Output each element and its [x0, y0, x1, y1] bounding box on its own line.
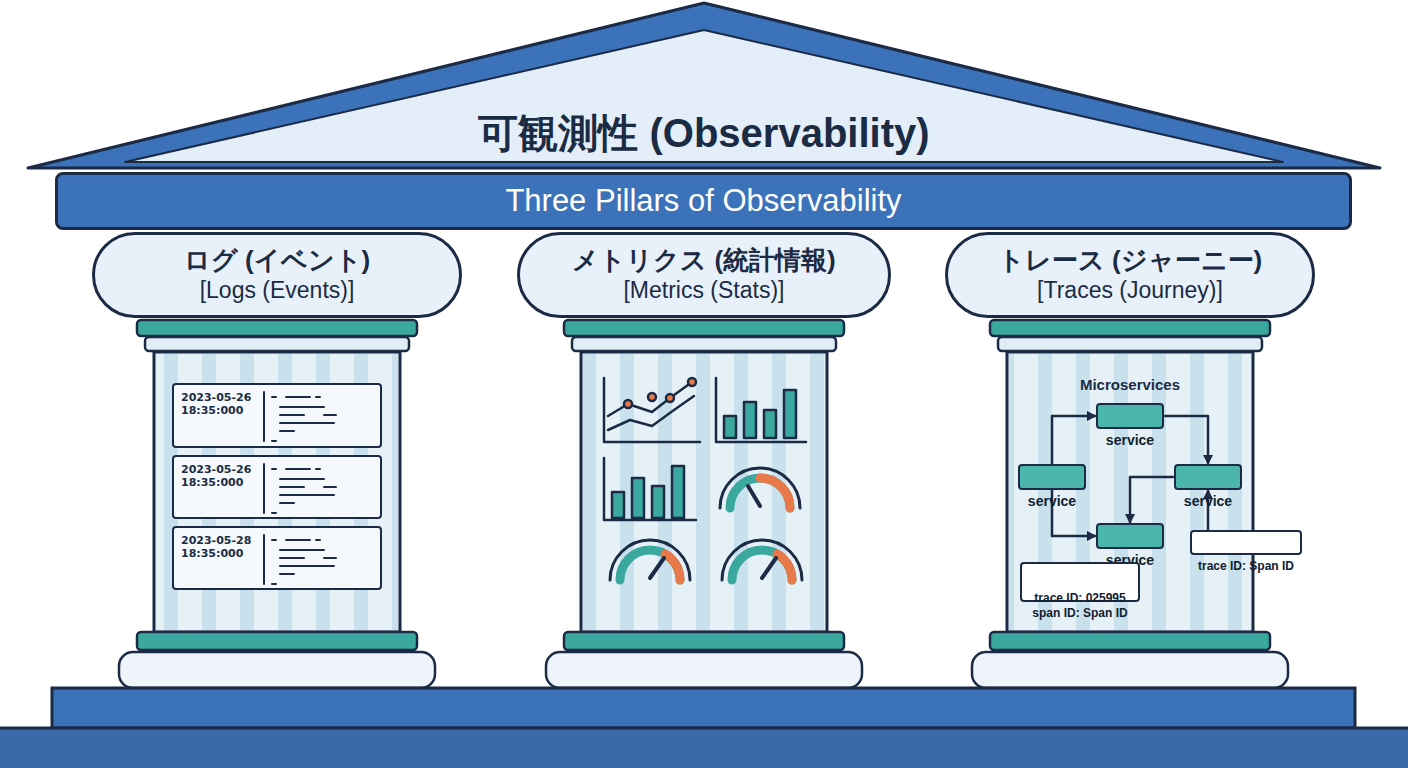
pillar-ring — [572, 337, 836, 351]
node-text: メトリクス (統計情報) — [572, 245, 836, 276]
pillar-ring — [137, 320, 417, 336]
service-box: service — [1096, 403, 1164, 429]
flow-arrow — [1052, 416, 1096, 464]
node-text: ログ (イベント) — [184, 245, 371, 276]
metrics-icons — [604, 378, 806, 580]
node-text: trace ID: Span ID — [1198, 559, 1294, 574]
node-text: 2023-05-26 18:35:000 — [181, 463, 257, 489]
pillar-ring — [564, 632, 844, 650]
node-subtext: [Logs (Events)] — [200, 276, 355, 305]
pillar-shaft — [581, 352, 827, 632]
pillar-ring — [990, 320, 1270, 336]
pillar-bodies — [119, 320, 1288, 688]
pillar-capital: ログ (イベント)[Logs (Events)] — [92, 232, 462, 318]
node-text: service — [1028, 493, 1076, 509]
pillar-base — [972, 652, 1288, 688]
pillar-flutes — [1009, 354, 1251, 630]
pillar-base — [546, 652, 862, 688]
pillar-base — [119, 652, 435, 688]
code-strokes — [264, 464, 336, 513]
service-box: service — [1018, 464, 1086, 490]
node-text: トレース (ジャーニー) — [998, 245, 1263, 276]
pillar-ring — [564, 320, 844, 336]
platform — [52, 688, 1355, 728]
node-text: 2023-05-28 18:35:000 — [181, 534, 257, 560]
trace-callout: trace ID: 025995 span ID: Span ID — [1020, 562, 1140, 602]
platform-step — [0, 728, 1408, 768]
node-text: service — [1184, 493, 1232, 509]
log-entry: 2023-05-26 18:35:000 — [172, 383, 382, 448]
diagram-title: 可観測性 (Observability) — [0, 106, 1408, 161]
pillar-shaft — [154, 352, 400, 632]
flow-arrow — [1164, 416, 1208, 464]
pillar-capital: メトリクス (統計情報)[Metrics (Stats)] — [517, 232, 891, 318]
pillar-ring — [145, 337, 409, 351]
pillar-ring — [137, 632, 417, 650]
node-text: service — [1106, 432, 1154, 448]
log-entry: 2023-05-26 18:35:000 — [172, 455, 382, 519]
pillar-flutes — [156, 354, 398, 630]
log-entry: 2023-05-28 18:35:000 — [172, 526, 382, 590]
node-text: Three Pillars of Observability — [505, 183, 901, 219]
pillar-ring — [990, 632, 1270, 650]
pillar-ring — [998, 337, 1262, 351]
microservices-panel: Microservices service service service servic… — [1008, 352, 1252, 632]
pillar-shaft — [1007, 352, 1253, 632]
code-strokes — [264, 392, 336, 441]
node-text: 2023-05-26 18:35:000 — [181, 391, 257, 417]
node-text: Microservices — [1008, 376, 1252, 393]
pillar-flutes — [583, 354, 825, 630]
trace-callout: trace ID: Span ID — [1190, 530, 1302, 555]
service-box: service — [1174, 464, 1242, 490]
pillar-capital: トレース (ジャーニー)[Traces (Journey)] — [945, 232, 1315, 318]
flow-arrow — [1130, 477, 1174, 523]
node-subtext: [Traces (Journey)] — [1037, 276, 1223, 305]
pillars-banner: Three Pillars of Observability — [55, 172, 1352, 230]
node-text: trace ID: 025995 span ID: Span ID — [1028, 591, 1132, 621]
node-subtext: [Metrics (Stats)] — [623, 276, 784, 305]
service-box: service — [1096, 523, 1164, 549]
code-strokes — [264, 535, 336, 584]
